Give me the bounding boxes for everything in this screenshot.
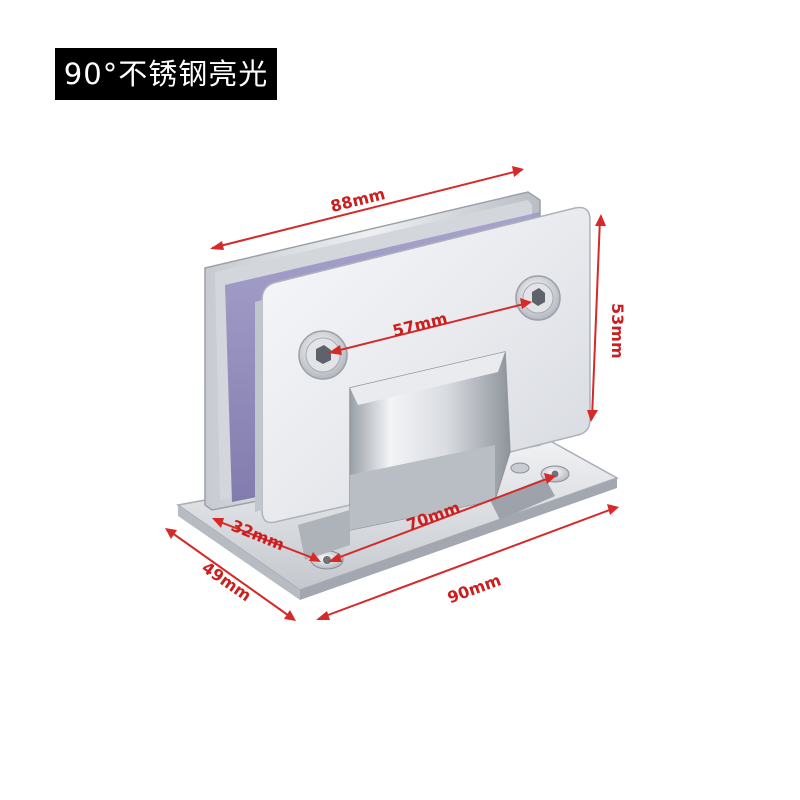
front-clamp-plate: [255, 206, 591, 524]
dim-base-depth-label: 49mm: [198, 558, 254, 605]
plate-screw-right: [515, 275, 561, 321]
plate-screw-left: [298, 330, 348, 380]
dim-height-label: 53mm: [608, 303, 627, 359]
title-badge: 90°不锈钢亮光: [55, 48, 277, 100]
dimension-lines: [165, 166, 619, 621]
hinge-knuckle: [298, 351, 511, 560]
dim-base-width-label: 90mm: [445, 570, 504, 607]
